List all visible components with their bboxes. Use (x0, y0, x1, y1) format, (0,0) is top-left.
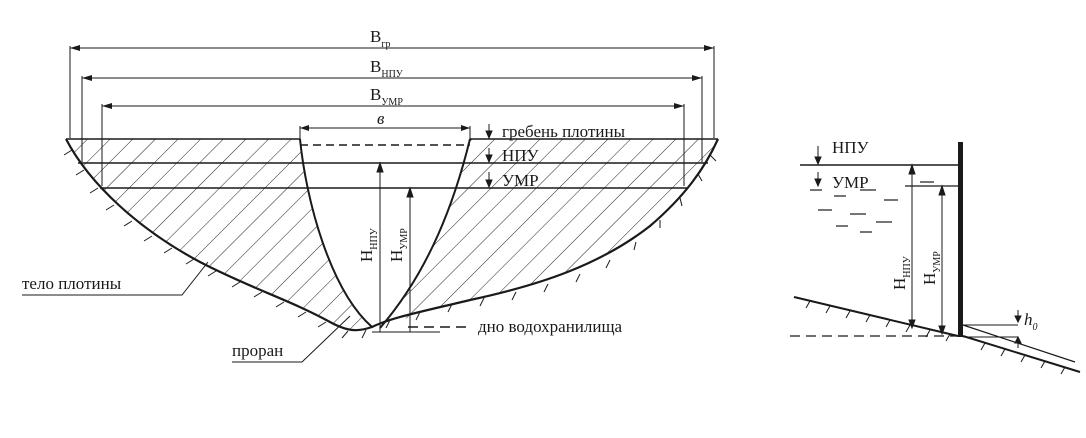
right-diagram: НПУ УМР HНПУ HУМР h0 (790, 138, 1081, 375)
b-npu-label: BНПУ (370, 57, 404, 80)
upstream-bed (793, 296, 959, 337)
b-umr-label: BУМР (370, 85, 403, 108)
dam-body-right-hatch (380, 139, 718, 328)
right-level-arrows (814, 146, 822, 188)
dam-wall (958, 142, 963, 337)
crest-label: гребень плотины (502, 122, 626, 141)
ground-ticks (63, 149, 717, 339)
left-diagram: Bгр BНПУ BУМР в гребень плотины НПУ УМР … (22, 27, 720, 363)
right-height-dimensions (908, 163, 1022, 348)
valley-profile (65, 138, 720, 332)
umr-label: УМР (502, 171, 539, 190)
h-umr-label: HУМР (387, 228, 410, 262)
h-npu-label: HНПУ (357, 227, 380, 262)
upstream-bed-ticks (805, 300, 951, 342)
width-dimensions (69, 46, 715, 186)
dam-body-leader (22, 261, 209, 296)
dam-body-label: тело плотины (22, 274, 122, 293)
right-h-umr-label: HУМР (920, 251, 943, 285)
breach-leader (232, 315, 351, 363)
right-h-npu-label: HНПУ (890, 255, 913, 290)
dam-body-left-hatch (66, 139, 372, 331)
breach-label: проран (232, 341, 283, 360)
breach-right-edge (379, 138, 471, 329)
right-umr-label: УМР (832, 173, 869, 192)
downstream-bed (962, 335, 1081, 373)
npu-label: НПУ (502, 146, 540, 165)
level-arrows (485, 124, 493, 189)
height-dimensions (372, 161, 440, 333)
bottom-label: дно водохранилища (478, 317, 623, 336)
right-npu-label: НПУ (832, 138, 870, 157)
water-dashes (810, 181, 934, 233)
h0-label: h0 (1024, 310, 1038, 333)
downstream-ticks (980, 342, 1066, 375)
width-arrowheads (70, 45, 714, 131)
b-small-label: в (377, 109, 385, 128)
b-gr-label: Bгр (370, 27, 390, 50)
